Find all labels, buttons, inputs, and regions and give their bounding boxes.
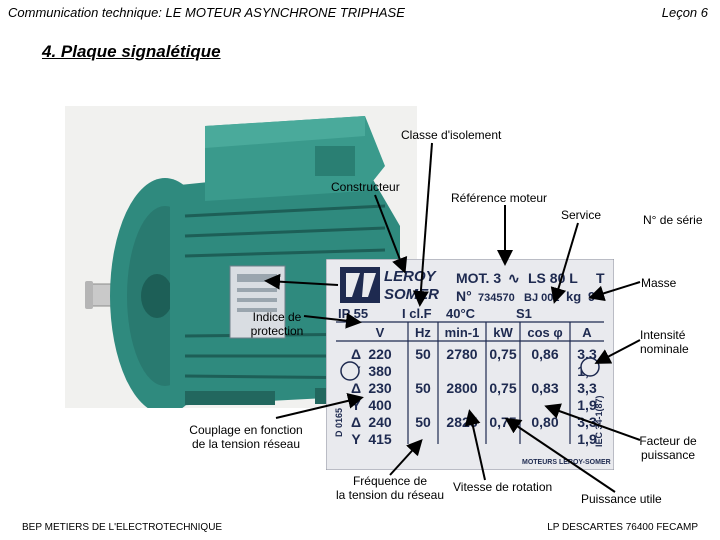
plate-cell-coupling: Δ — [351, 346, 361, 362]
label-frequence-line1: Fréquence de — [352, 474, 428, 488]
plate-insulation: I cl.F — [402, 306, 432, 321]
plate-col-header: V — [376, 325, 385, 340]
label-puissance: Puissance utile — [581, 492, 662, 506]
plate-cell-kw: 0,75 — [489, 346, 516, 362]
plate-mass-unit: kg — [566, 289, 581, 304]
plate-cell-rpm: 2800 — [446, 380, 477, 396]
label-facteur-puissance: Facteur de puissance — [632, 434, 704, 462]
label-indice-protection-line2: protection — [250, 324, 304, 338]
label-indice-protection-line1: Indice de — [252, 310, 302, 324]
label-couplage-line1: Couplage en fonction — [189, 423, 303, 437]
label-indice-protection: Indice de protection — [246, 310, 308, 338]
plate-duty: S1 — [516, 306, 532, 321]
plate-cell-amp: 1,9 — [577, 397, 597, 413]
plate-cell-coupling: Δ — [351, 414, 361, 430]
label-classe-isolement: Classe d'isolement — [401, 128, 502, 142]
plate-cell-hz: 50 — [415, 414, 431, 430]
footer-right: LP DESCARTES 76400 FECAMP — [547, 522, 698, 533]
plate-cell-rpm: 2780 — [446, 346, 477, 362]
label-constructeur: Constructeur — [331, 180, 400, 194]
plate-col-header: A — [582, 325, 592, 340]
plate-cell-voltage: 380 — [368, 363, 392, 379]
plate-col-header: cos φ — [527, 325, 562, 340]
label-reference-moteur: Référence moteur — [451, 191, 548, 205]
plate-cell-amp: 1,9 — [577, 431, 597, 447]
plate-cell-amp: 3,3 — [577, 380, 597, 396]
label-intensite: Intensité nominale — [640, 328, 689, 356]
plate-cell-cos: 0,83 — [531, 380, 558, 396]
plate-footer: MOTEURS LEROY-SOMER — [522, 459, 611, 466]
plate-col-header: kW — [493, 325, 513, 340]
label-vitesse: Vitesse de rotation — [453, 480, 553, 494]
plate-cell-voltage: 240 — [368, 414, 392, 430]
plate-cell-hz: 50 — [415, 346, 431, 362]
plate-model-symbol: ∿ — [508, 270, 520, 286]
plate-temperature: 40°C — [446, 306, 476, 321]
label-frequence: Fréquence de la tension du réseau — [334, 474, 446, 502]
label-masse: Masse — [641, 276, 677, 290]
label-couplage-line2: de la tension réseau — [191, 437, 301, 451]
label-facteur-line1: Facteur de — [639, 434, 697, 448]
section-title: 4. Plaque signalétique — [42, 42, 221, 61]
bolt-hole — [340, 361, 360, 381]
plate-side-right: IEC 34-1(87) — [594, 395, 604, 447]
label-facteur-line2: puissance — [640, 448, 696, 462]
plate-cell-voltage: 220 — [368, 346, 392, 362]
plate-cell-coupling: Y — [351, 431, 361, 447]
plate-col-header: Hz — [415, 325, 431, 340]
plate-cell-voltage: 415 — [368, 431, 392, 447]
footer-left: BEP METIERS DE L'ELECTROTECHNIQUE — [22, 522, 223, 533]
label-couplage: Couplage en fonction de la tension résea… — [183, 423, 309, 451]
plate-serial-code: BJ 002 — [524, 292, 559, 304]
label-intensite-line1: Intensité — [640, 328, 686, 342]
plate-col-header: min-1 — [445, 325, 480, 340]
label-frequence-line2: la tension du réseau — [335, 488, 445, 502]
label-numero-serie: N° de série — [643, 213, 703, 227]
plate-cell-voltage: 230 — [368, 380, 392, 396]
plate-model-prefix: MOT. 3 — [456, 270, 501, 286]
label-service: Service — [561, 208, 602, 222]
header-lesson: Leçon 6 — [661, 5, 708, 20]
plate-cell-cos: 0,86 — [531, 346, 558, 362]
plate-cell-kw: 0,75 — [489, 380, 516, 396]
plate-cell-coupling: Δ — [351, 380, 361, 396]
plate-cell-voltage: 400 — [368, 397, 392, 413]
motor-image — [65, 106, 417, 408]
label-intensite-line2: nominale — [640, 342, 689, 356]
plate-serial: 734570 — [478, 292, 515, 304]
plate-cell-hz: 50 — [415, 380, 431, 396]
plate-serial-prefix: N° — [456, 288, 472, 304]
plate-model-suffix: T — [596, 270, 605, 286]
plate-side-left: D 0165 — [334, 408, 344, 437]
plate-model-ref: LS 80 L — [528, 270, 578, 286]
header-title: Communication technique: LE MOTEUR ASYNC… — [8, 5, 405, 20]
